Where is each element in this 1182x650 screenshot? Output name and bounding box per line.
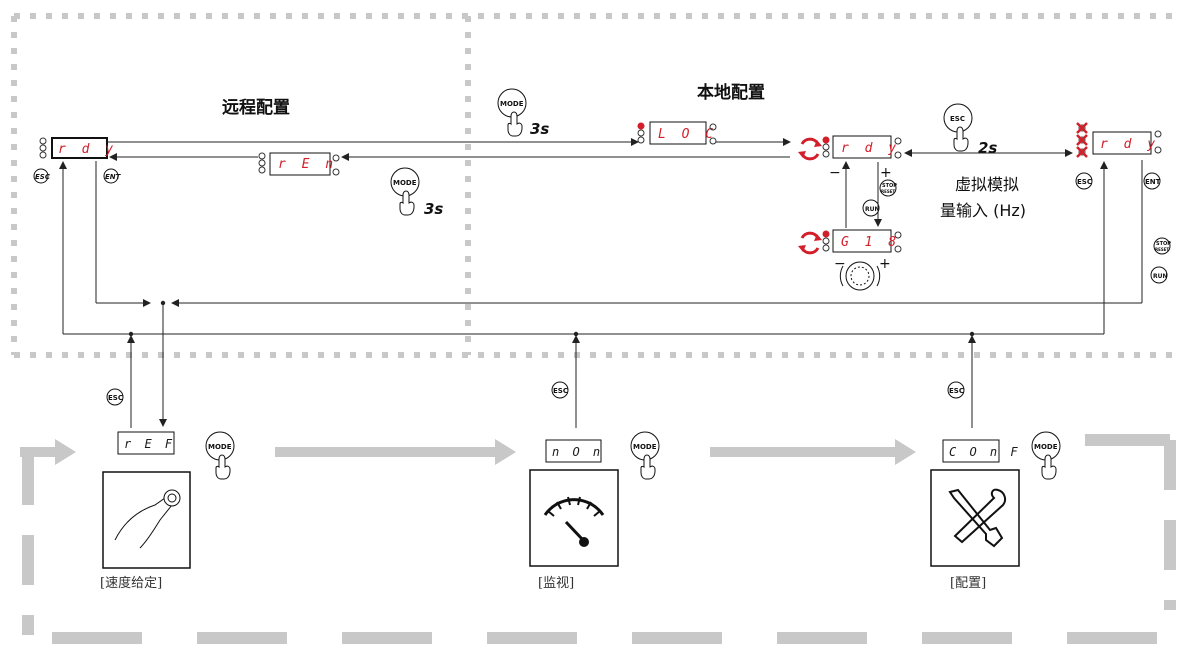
esc-button-ref[interactable]: ESC: [106, 388, 124, 406]
ren-text: r E n: [278, 157, 337, 172]
svg-text:MODE: MODE: [208, 443, 232, 451]
g18-plus-sign: +: [880, 165, 892, 181]
svg-text:ESC: ESC: [108, 394, 123, 402]
ref-text: r E F: [124, 437, 175, 451]
rotate-icon-g18: [798, 231, 822, 255]
ent-button-right[interactable]: ENT: [1143, 172, 1161, 190]
right-rdy-text: r d y: [1100, 137, 1159, 152]
ent-button-remote[interactable]: ENT: [103, 168, 122, 184]
caption-config: [配置]: [950, 576, 986, 591]
config-tools-icon[interactable]: [930, 469, 1020, 567]
mon-text: n O n: [552, 445, 603, 459]
svg-text:MODE: MODE: [500, 100, 524, 108]
g18-display: G 1 8: [822, 229, 902, 253]
dial-minus-sign: −: [834, 256, 846, 272]
virtual-input-line1: 虚拟模拟: [955, 175, 1019, 194]
stop-reset-button-right[interactable]: STOP RESET: [1153, 237, 1171, 255]
mode-loc-hold-time: 3s: [530, 120, 549, 138]
conf-display: C O n F: [942, 439, 1021, 463]
stop-reset-button-local[interactable]: STOP RESET: [879, 179, 897, 197]
caption-monitor: [监视]: [538, 576, 574, 591]
led-off-x-icon: [1076, 122, 1088, 158]
arrow-to-config: [710, 439, 916, 465]
g18-text: G 1 8: [841, 235, 900, 250]
entry-arrow: [20, 439, 76, 465]
local-rdy-text: r d y: [841, 141, 900, 156]
monitor-gauge-icon[interactable]: [529, 469, 619, 567]
mode-button-conf[interactable]: MODE: [1031, 431, 1061, 480]
upper-dashed-border: [11, 13, 1182, 358]
svg-text:ESC: ESC: [553, 387, 568, 395]
arrow-to-monitor: [275, 439, 516, 465]
ren-display: r E n: [258, 152, 340, 176]
mode-ren-hold-time: 3s: [424, 200, 443, 218]
esc-button-hold[interactable]: ESC: [943, 103, 973, 152]
dial-plus-sign: +: [879, 256, 891, 272]
svg-text:MODE: MODE: [393, 179, 417, 187]
mode-button-to-ren[interactable]: MODE: [390, 167, 420, 216]
menu-flow-arrows: [20, 439, 916, 465]
right-rdy-display: r d y: [1076, 122, 1162, 158]
svg-text:RESET: RESET: [881, 189, 895, 194]
local-config-title: 本地配置: [697, 82, 765, 103]
svg-text:RUN: RUN: [1153, 273, 1168, 280]
remote-rdy-text: r d y: [58, 142, 117, 157]
loc-display: L O C: [637, 121, 717, 145]
svg-text:ESC: ESC: [35, 173, 51, 181]
run-button-local[interactable]: RUN: [862, 199, 880, 217]
svg-text:ESC: ESC: [949, 387, 964, 395]
svg-text:MODE: MODE: [633, 443, 657, 451]
svg-text:ENT: ENT: [1145, 178, 1161, 186]
esc-button-right[interactable]: ESC: [1075, 172, 1093, 190]
esc-button-remote[interactable]: ESC: [33, 168, 51, 184]
run-button-right[interactable]: RUN: [1150, 266, 1168, 284]
svg-text:STOP: STOP: [882, 183, 897, 189]
junction-dots: [128, 300, 975, 337]
conf-text: C O n F: [949, 445, 1021, 459]
svg-text:ESC: ESC: [1077, 178, 1092, 186]
svg-text:RESET: RESET: [1155, 247, 1169, 252]
esc-button-conf[interactable]: ESC: [947, 381, 965, 399]
svg-text:STOP: STOP: [1156, 241, 1171, 247]
svg-text:ENT: ENT: [105, 173, 122, 181]
remote-config-title: 远程配置: [222, 98, 290, 118]
jog-dial-icon[interactable]: [839, 261, 881, 291]
remote-rdy-display: r d y: [39, 137, 117, 159]
g18-minus-sign: −: [829, 165, 841, 181]
rotate-icon-rdy: [798, 137, 822, 161]
connector-lines: [59, 138, 1143, 428]
svg-text:ESC: ESC: [950, 115, 965, 123]
loc-text: L O C: [658, 127, 717, 142]
mon-display: n O n: [545, 439, 603, 463]
svg-text:RUN: RUN: [865, 206, 880, 213]
speed-ref-icon[interactable]: [102, 471, 191, 569]
mode-button-ref[interactable]: MODE: [205, 431, 235, 480]
caption-speed-ref: [速度给定]: [100, 575, 162, 591]
local-rdy-display: r d y: [822, 135, 902, 159]
lower-dashed-frame: [22, 434, 1182, 644]
esc-hold-time: 2s: [978, 139, 997, 157]
svg-text:MODE: MODE: [1034, 443, 1058, 451]
mode-button-mon[interactable]: MODE: [630, 431, 660, 480]
ref-display: r E F: [117, 431, 175, 455]
virtual-input-line2: 量输入 (Hz): [940, 201, 1026, 220]
mode-button-to-loc[interactable]: MODE: [497, 88, 527, 137]
esc-button-mon[interactable]: ESC: [551, 381, 569, 399]
